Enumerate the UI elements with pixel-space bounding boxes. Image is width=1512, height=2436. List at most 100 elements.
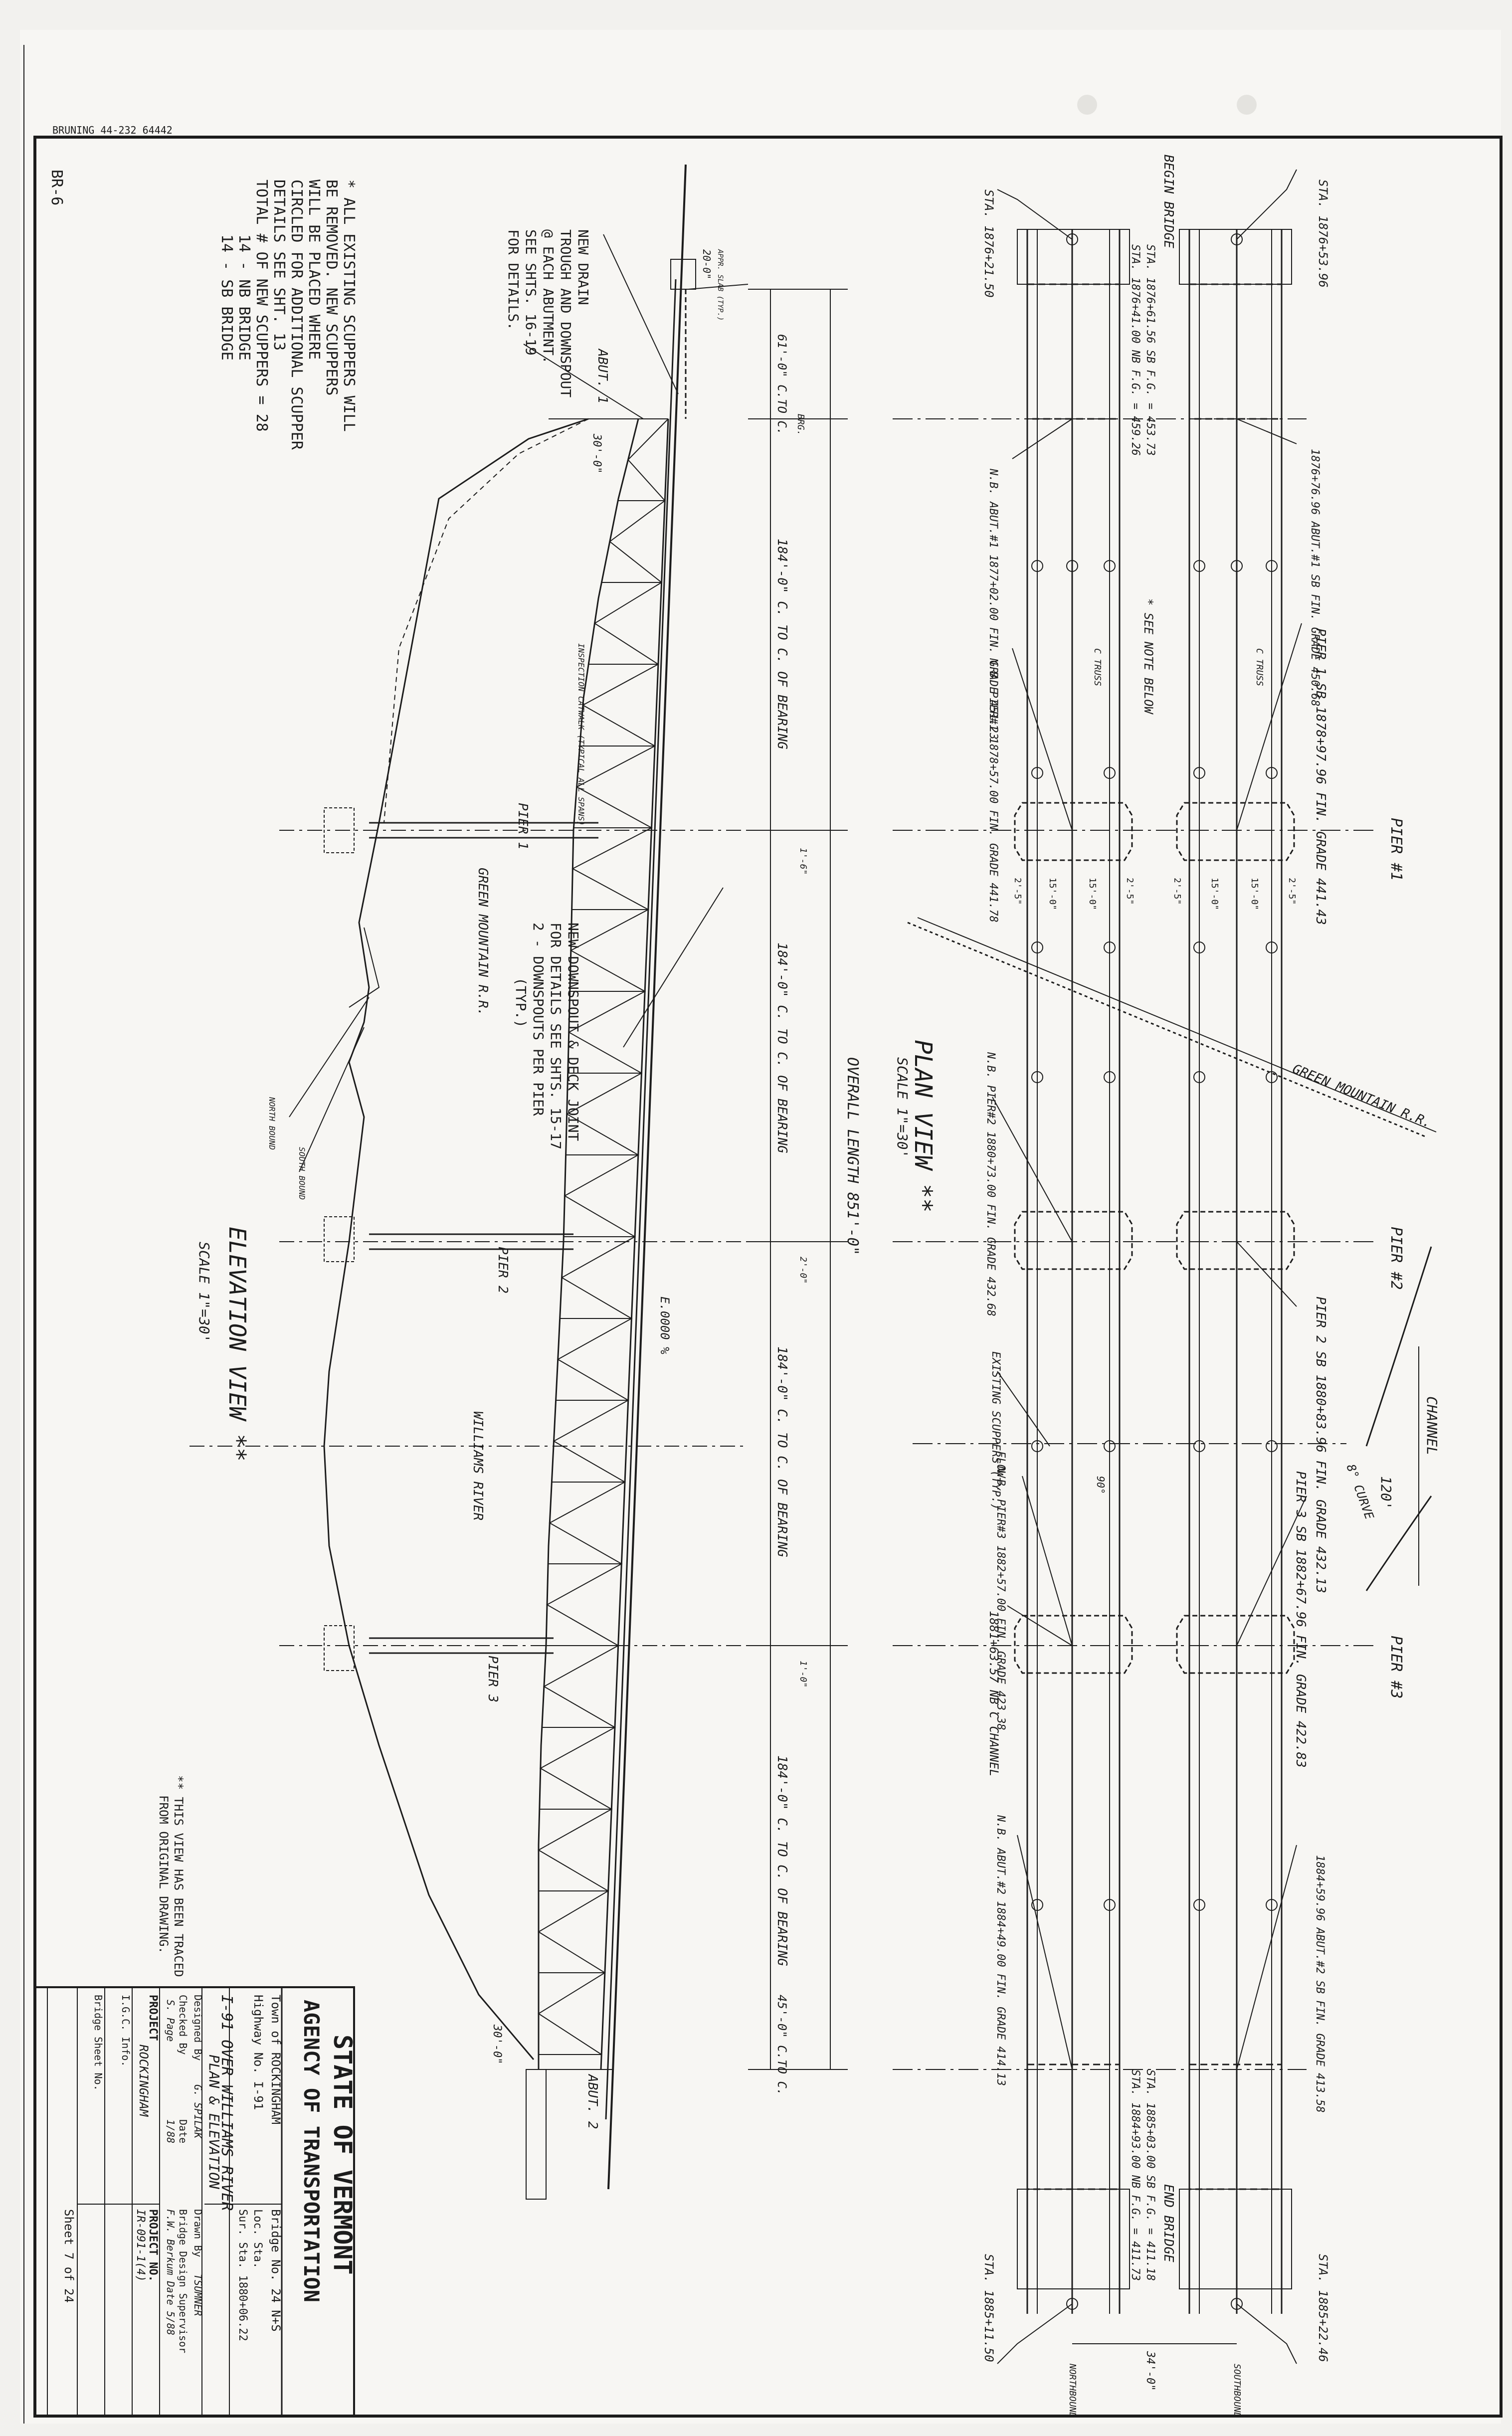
piers-elevation (324, 807, 598, 1671)
pier1-label: PIER 1 (515, 803, 530, 850)
pier2-sb-sta: PIER 2 SB 1880+83.96 FIN. GRADE 432.13 (1313, 1297, 1328, 1593)
southbound-bridge-plan (1188, 229, 1283, 2314)
abut1-label: ABUT. 1 (595, 348, 610, 404)
span3-dim: 184'-0" C. TO C. OF BEARING (774, 1346, 789, 1557)
nb-begin-sta: STA. 1876+41.00 NB F.G. = 459.26 (1129, 244, 1141, 456)
elevation-view: 20-0" APPR. SLAB (TYP.) ABUT. 1 ABUT. 2 … (189, 164, 749, 2200)
railroad-track (349, 927, 380, 1008)
channel-label: CHANNEL (1424, 1396, 1440, 1455)
small-dim-c: 1'-0" (798, 1661, 808, 1687)
plan-scale: SCALE 1"=30' (894, 1057, 911, 1158)
new-drain-1: TROUGH AND DOWNSPOUT (558, 229, 574, 397)
downspout-1: FOR DETAILS SEE SHTS. 15-17 (548, 923, 564, 1149)
see-note: * SEE NOTE BELOW (1141, 598, 1155, 715)
downspout-0: NEW DOWNSPOUT & DECK JOINT (565, 923, 581, 1141)
designed-name: G. SPILAK (192, 2084, 204, 2139)
northbound-bridge-plan (1026, 229, 1121, 2314)
scupper-note: * ALL EXISTING SCUPPERS WILL BE REMOVED.… (218, 180, 358, 450)
plan-view: PIER #1 PIER #2 PIER #3 (893, 155, 1440, 2418)
punch-hole (1237, 95, 1257, 115)
flow-label: FLOW (994, 1451, 1007, 1479)
seat2-dim: 30'-0" (491, 2024, 503, 2064)
bridge-sheet-no: Bridge Sheet No. (92, 1995, 104, 2091)
checker: S. Page (165, 2000, 177, 2042)
spacing-2: 15'-0" (1087, 878, 1098, 910)
sheet-code: BR-6 (48, 170, 65, 205)
plan-title: PLAN VIEW ** (909, 1040, 937, 1213)
existing-scuppers: EXISTING SCUPPERS (TYP.) (989, 1351, 1002, 1510)
drawn-name: TSUMNER (192, 2274, 204, 2316)
subject: I-91 OVER WILLIAMS RIVER (218, 1995, 235, 2211)
end-bridge: END BRIDGE (1161, 2184, 1176, 2262)
project-no-label: PROJECT NO. (147, 2209, 159, 2282)
truss-cl-sb: C TRUSS (1254, 648, 1265, 686)
seat1-dim: 30'-0" (590, 433, 603, 473)
nb-abut1-sta: N.B. ABUT.#1 1877+02.00 FIN. GRADE 451.2… (987, 468, 999, 740)
approach-slab-dim: 20-0" (701, 249, 713, 279)
pier3-axis-label: PIER #3 (1387, 1636, 1405, 1698)
inspection-catwalk: INSPECTION CATWALK (TYPICAL ALL SPANS) (576, 643, 586, 826)
scupper-note-5: TOTAL # OF NEW SCUPPERS = 28 (253, 180, 270, 432)
sb-approach-slab (1179, 229, 1292, 285)
traced-note: ** THIS VIEW HAS BEEN TRACED FROM ORIGIN… (157, 1775, 186, 1977)
town: Town of ROCKINGHAM (269, 1995, 283, 2124)
elevation-scale: SCALE 1"=30' (196, 1242, 212, 1342)
pier2-axis-label: PIER #2 (1387, 1227, 1405, 1290)
drawing-title: PLAN & ELEVATION (206, 2055, 222, 2189)
ground-profile-existing (383, 418, 589, 823)
grade-label: E.0000 % (658, 1297, 672, 1354)
nb-abut2-plan (1026, 2063, 1121, 2190)
elevation-title: ELEVATION VIEW ** (224, 1227, 251, 1462)
approach-slab-note: APPR. SLAB (TYP.) (716, 249, 724, 321)
punch-hole (1077, 95, 1097, 115)
new-drain-3: SEE SHTS. 16-19 (523, 229, 539, 356)
scupper-note-7: 14 - SB BRIDGE (218, 234, 235, 361)
deck-bottom (605, 279, 677, 2120)
sheet-number: Sheet 7 of 24 (62, 2209, 76, 2303)
elevation-leaders (289, 234, 749, 1172)
median-dim: 34'-0" (1144, 2351, 1156, 2391)
highway: Highway No. I-91 (251, 1995, 265, 2110)
agency-line1: STATE OF VERMONT (328, 2035, 357, 2275)
railroad-plan-rail (917, 917, 1437, 1132)
pier2-nb-sta: N.B. PIER#2 1880+73.00 FIN. GRADE 432.68 (984, 1052, 997, 1316)
spacing-3: 2'-5" (1125, 878, 1135, 905)
downspout-2: 2 - DOWNSPOUTS PER PIER (530, 923, 547, 1116)
overall-length: OVERALL LENGTH 851'-0" (844, 1057, 861, 1255)
downspout-note: NEW DOWNSPOUT & DECK JOINT FOR DETAILS S… (513, 923, 581, 1149)
pier3-nb-sta: N.B. PIER#3 1882+57.00 FIN. GRADE 423.38 (994, 1466, 1007, 1730)
spacing-6: 15'-0" (1249, 878, 1260, 910)
sb-begin-sta: STA. 1876+61.56 SB F.G. = 453.73 (1144, 244, 1156, 456)
span1-dim: 184'-0" C. TO C. OF BEARING (774, 539, 789, 750)
traced-note-1: FROM ORIGINAL DRAWING. (157, 1795, 171, 1954)
pier-footings-plan (1014, 802, 1295, 1674)
angle-label: 90° (1095, 1476, 1107, 1494)
igc-info: I.G.C. Info. (120, 1995, 132, 2067)
span2-dim: 184'-0" C. TO C. OF BEARING (774, 942, 789, 1153)
sb-abut1-sta: 1876+76.96 ABUT.#1 SB FIN. GRADE 450.68 (1309, 449, 1321, 707)
channel-sta: 1881+63.57 NB C CHANNEL (987, 1611, 1001, 1776)
pier3-label: PIER 3 (485, 1656, 500, 1702)
sta-bottom-right: STA. 1885+11.50 (982, 2254, 996, 2362)
nb-approach-slab (1017, 229, 1130, 285)
scupper-note-4: DETAILS SEE SHT. 13 (270, 180, 288, 351)
southbound-elev: SOUTH BOUND (297, 1147, 307, 1200)
small-dim-b: 2'-0" (798, 1257, 808, 1284)
truss-web (537, 418, 669, 2055)
channel-curve (1365, 1246, 1432, 1447)
sta-top-left: STA. 1876+53.96 (1316, 180, 1330, 288)
project-no: IR-091-1(4) (134, 2209, 147, 2282)
abut2-wall (526, 2069, 547, 2200)
date-value: 1/88 (165, 2119, 177, 2143)
abut1-seat (670, 259, 696, 290)
small-dim-a: 1'-6" (798, 848, 808, 875)
spacing-1: 15'-0" (1047, 878, 1058, 910)
nb-end-sta: STA. 1884+93.00 NB F.G. = 411.73 (1129, 2069, 1141, 2281)
paper (20, 30, 1501, 2424)
southbound-label: SOUTHBOUND (1232, 2364, 1242, 2418)
pier1-axis-label: PIER #1 (1387, 818, 1405, 881)
spacing-5: 15'-0" (1209, 878, 1220, 910)
scupper-note-0: * ALL EXISTING SCUPPERS WILL (340, 180, 358, 432)
sheet-border (33, 136, 1503, 2418)
pier1-nb-sta: N.B. PIER#1 1878+57.00 FIN. GRADE 441.78 (987, 658, 999, 923)
